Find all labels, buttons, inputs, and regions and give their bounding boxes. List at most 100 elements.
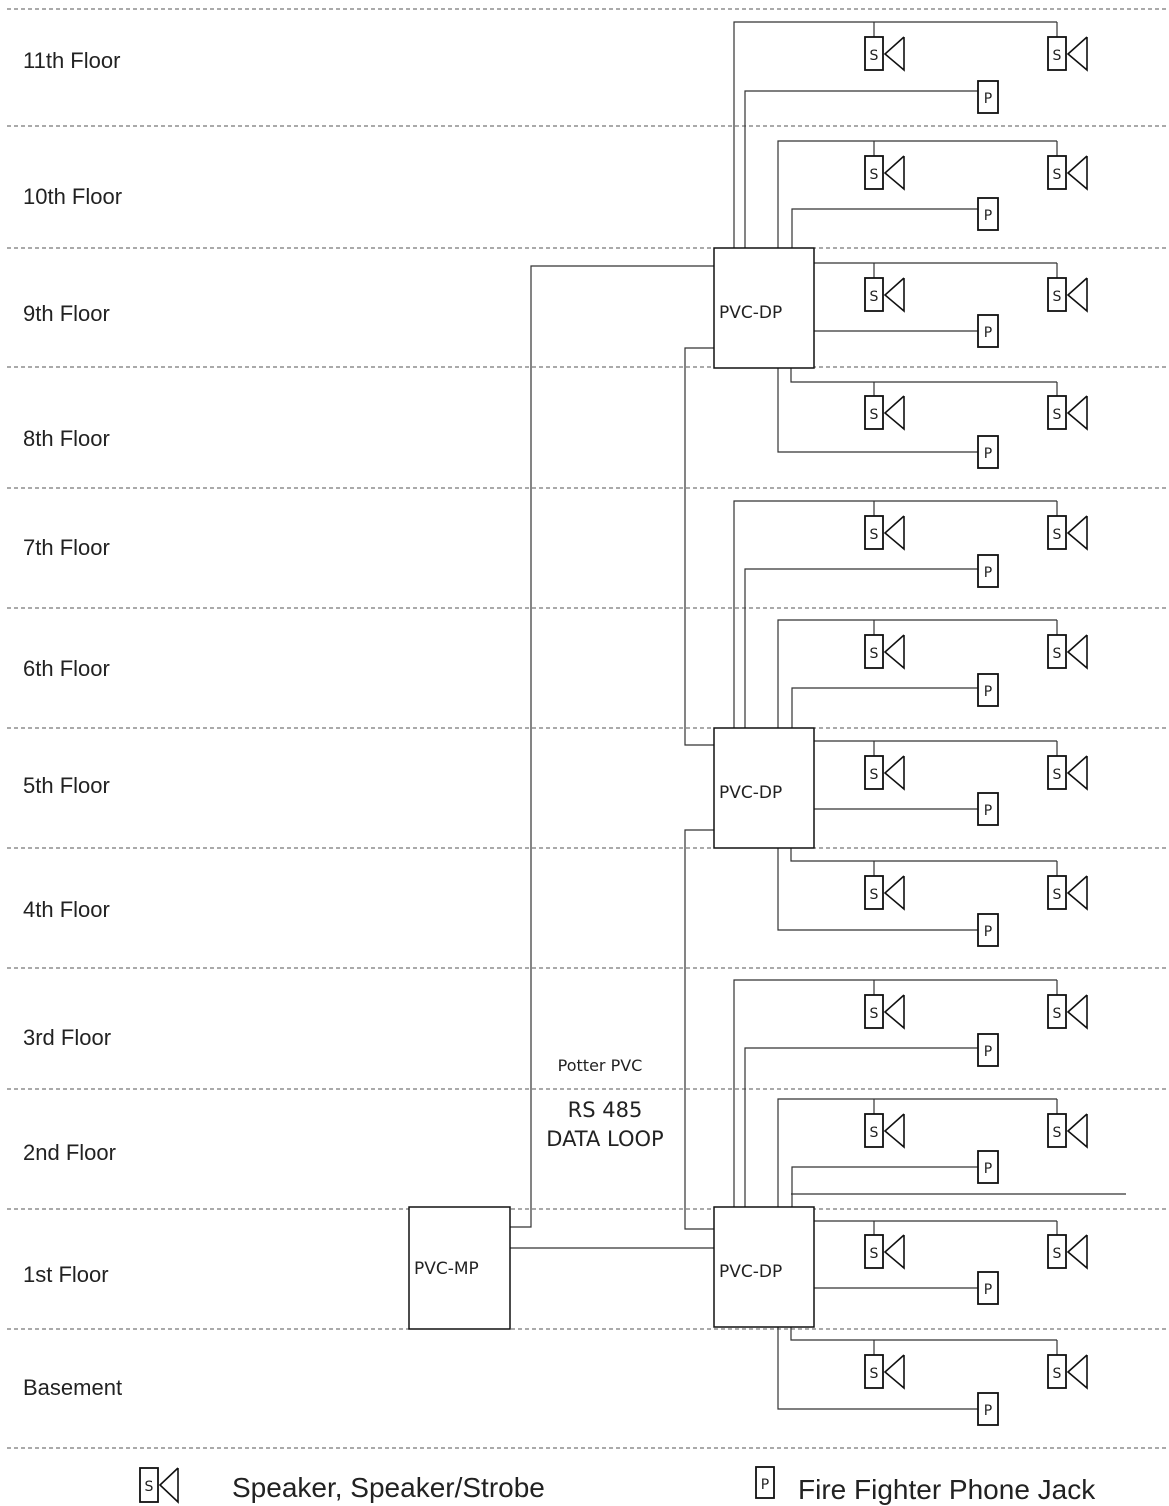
fire-fighter-phone-jack: P [977, 913, 999, 947]
horn-icon [1066, 875, 1088, 911]
rs485-loop-dp2-dp3 [684, 829, 714, 1230]
speaker-strobe: S [1047, 395, 1088, 431]
speaker-letter: S [1053, 1246, 1062, 1262]
speaker-letter: S [1053, 887, 1062, 903]
fire-fighter-phone-jack: P [977, 80, 999, 114]
speaker-letter: S [870, 767, 879, 783]
phone-letter: P [984, 1161, 992, 1177]
speaker-letter: S [870, 887, 879, 903]
phone-letter: P [984, 208, 992, 224]
horn-icon [883, 1354, 905, 1390]
speaker-strobe: S [864, 515, 905, 551]
speaker-strobe: S [864, 755, 905, 791]
pvc-dp-label: PVC-DP [719, 783, 782, 803]
speaker-letter: S [870, 289, 879, 305]
fire-fighter-phone-jack: P [977, 1033, 999, 1067]
phone-letter: P [984, 684, 992, 700]
pvc-mp-panel [408, 1206, 511, 1330]
phone-letter: P [984, 803, 992, 819]
phone-box [977, 314, 999, 348]
speaker-strobe: S [1047, 515, 1088, 551]
floor-label-3rd: 3rd Floor [23, 1025, 111, 1050]
fire-fighter-phone-jack: P [977, 792, 999, 826]
fire-fighter-phone-jack: P [977, 197, 999, 231]
floor-label-7th: 7th Floor [23, 535, 110, 560]
feed-7-speaker [733, 500, 1057, 728]
speaker-box [864, 1113, 884, 1148]
speaker-box [1047, 634, 1067, 669]
speaker-letter: S [1053, 167, 1062, 183]
speaker-letter: S [870, 646, 879, 662]
feed-2-phone [791, 1166, 978, 1207]
fire-fighter-phone-jack: P [977, 673, 999, 707]
fire-fighter-phone-jack: P [977, 1150, 999, 1184]
phone-box [977, 1033, 999, 1067]
legend-speaker-letter: S [145, 1479, 154, 1495]
speaker-letter: S [1053, 767, 1062, 783]
pvc-dp-panel [713, 727, 815, 849]
speaker-strobe: S [1047, 875, 1088, 911]
fire-fighter-phone-jack: P [977, 314, 999, 348]
legend-speaker-icon [139, 1467, 159, 1503]
phone-letter: P [984, 924, 992, 940]
phone-box [977, 197, 999, 231]
fire-fighter-phone-jack: P [977, 435, 999, 469]
phone-box [977, 673, 999, 707]
speaker-box [864, 994, 884, 1029]
horn-icon [883, 395, 905, 431]
horn-icon [1066, 515, 1088, 551]
horn-icon [883, 1113, 905, 1149]
speaker-strobe: S [864, 634, 905, 670]
speaker-box [864, 875, 884, 910]
horn-icon [1066, 634, 1088, 670]
phone-letter: P [984, 1282, 992, 1298]
floor-label-10th: 10th Floor [23, 184, 122, 209]
horn-icon [1066, 395, 1088, 431]
speaker-strobe: S [1047, 634, 1088, 670]
horn-icon [1066, 277, 1088, 313]
phone-letter: P [984, 446, 992, 462]
speaker-letter: S [1053, 527, 1062, 543]
floor-label-8th: 8th Floor [23, 426, 110, 451]
speaker-strobe: S [1047, 755, 1088, 791]
speaker-box [864, 515, 884, 550]
speaker-box [1047, 395, 1067, 430]
speaker-letter: S [1053, 1366, 1062, 1382]
floor-label-basement: Basement [23, 1375, 122, 1400]
annotations: Potter PVC RS 485 DATA LOOP [546, 1056, 663, 1151]
phone-box [977, 1150, 999, 1184]
phone-letter: P [984, 1044, 992, 1060]
speaker-strobe: S [1047, 155, 1088, 191]
feed-3-phone [744, 1047, 978, 1207]
legend-phone: P Fire Fighter Phone Jack [755, 1466, 1096, 1505]
speaker-strobe: S [864, 994, 905, 1030]
data-loop-label: DATA LOOP [546, 1127, 663, 1151]
wiring [510, 21, 1126, 1410]
speaker-strobe: S [1047, 36, 1088, 72]
speaker-strobe: S [864, 1354, 905, 1390]
speaker-strobe: S [1047, 994, 1088, 1030]
horn-icon [883, 155, 905, 191]
feed-10-speaker [777, 140, 1057, 248]
horn-icon [1066, 994, 1088, 1030]
speaker-box [1047, 155, 1067, 190]
speaker-letter: S [1053, 1125, 1062, 1141]
rs485-loop-main [510, 265, 714, 1228]
speaker-strobe: S [864, 1234, 905, 1270]
phone-box [977, 554, 999, 588]
speaker-strobe: S [864, 1113, 905, 1149]
speaker-box [1047, 1113, 1067, 1148]
phone-box [977, 913, 999, 947]
speaker-letter: S [1053, 289, 1062, 305]
speaker-strobe: S [1047, 1113, 1088, 1149]
horn-icon [1066, 36, 1088, 72]
feed-8-phone [777, 368, 978, 453]
speaker-strobe: S [864, 277, 905, 313]
feed-6-phone [791, 687, 978, 728]
legend-phone-letter: P [761, 1477, 769, 1493]
pvc-dp-label: PVC-DP [719, 303, 782, 323]
